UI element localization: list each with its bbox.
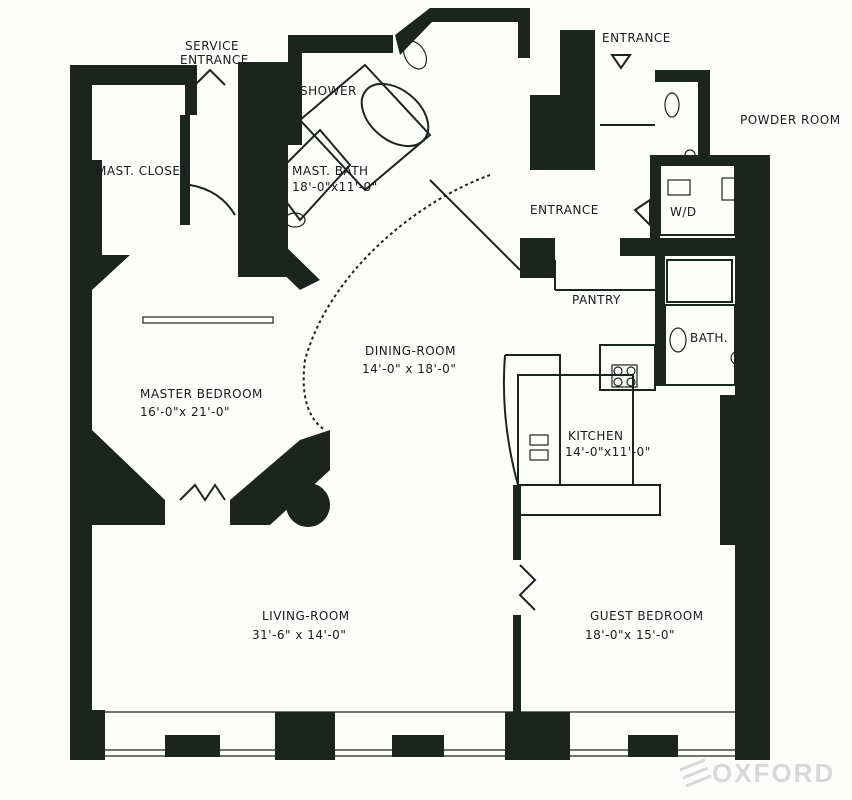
label-dining-room: DINING-ROOM	[365, 344, 456, 358]
label-mast-bath-size: 18'-0"x11'-0"	[292, 180, 378, 194]
label-master-bedroom: MASTER BEDROOM	[140, 387, 263, 401]
label-pantry: PANTRY	[572, 293, 621, 307]
label-kitchen: KITCHEN	[568, 429, 624, 443]
watermark-logo: OXFORD	[679, 758, 835, 788]
label-guest-bedroom: GUEST BEDROOM	[590, 609, 704, 623]
label-entrance: ENTRANCE	[530, 203, 599, 217]
walls	[70, 8, 770, 760]
label-mast-bath: MAST. BATH	[292, 164, 369, 178]
label-service-entrance-2: ENTRANCE	[180, 53, 249, 67]
label-wd: W/D	[670, 205, 697, 219]
label-living-room: LIVING-ROOM	[262, 609, 350, 623]
watermark-text: OXFORD	[712, 758, 835, 788]
label-bath: BATH.	[690, 331, 728, 345]
label-service-entrance: SERVICE	[185, 39, 239, 53]
label-powder-room: POWDER ROOM	[740, 113, 841, 127]
label-living-room-size: 31'-6" x 14'-0"	[252, 628, 346, 642]
label-mast-closet: MAST. CLOSET	[96, 164, 188, 178]
label-kitchen-size: 14'-0"x11'-0"	[565, 445, 651, 459]
label-master-bedroom-size: 16'-0"x 21'-0"	[140, 405, 230, 419]
label-shower: SHOWER	[300, 84, 357, 98]
fixtures	[142, 40, 763, 611]
label-dining-room-size: 14'-0" x 18'-0"	[362, 362, 456, 376]
label-entrance-top: ENTRANCE	[602, 31, 671, 45]
label-guest-bedroom-size: 18'-0"x 15'-0"	[585, 628, 675, 642]
